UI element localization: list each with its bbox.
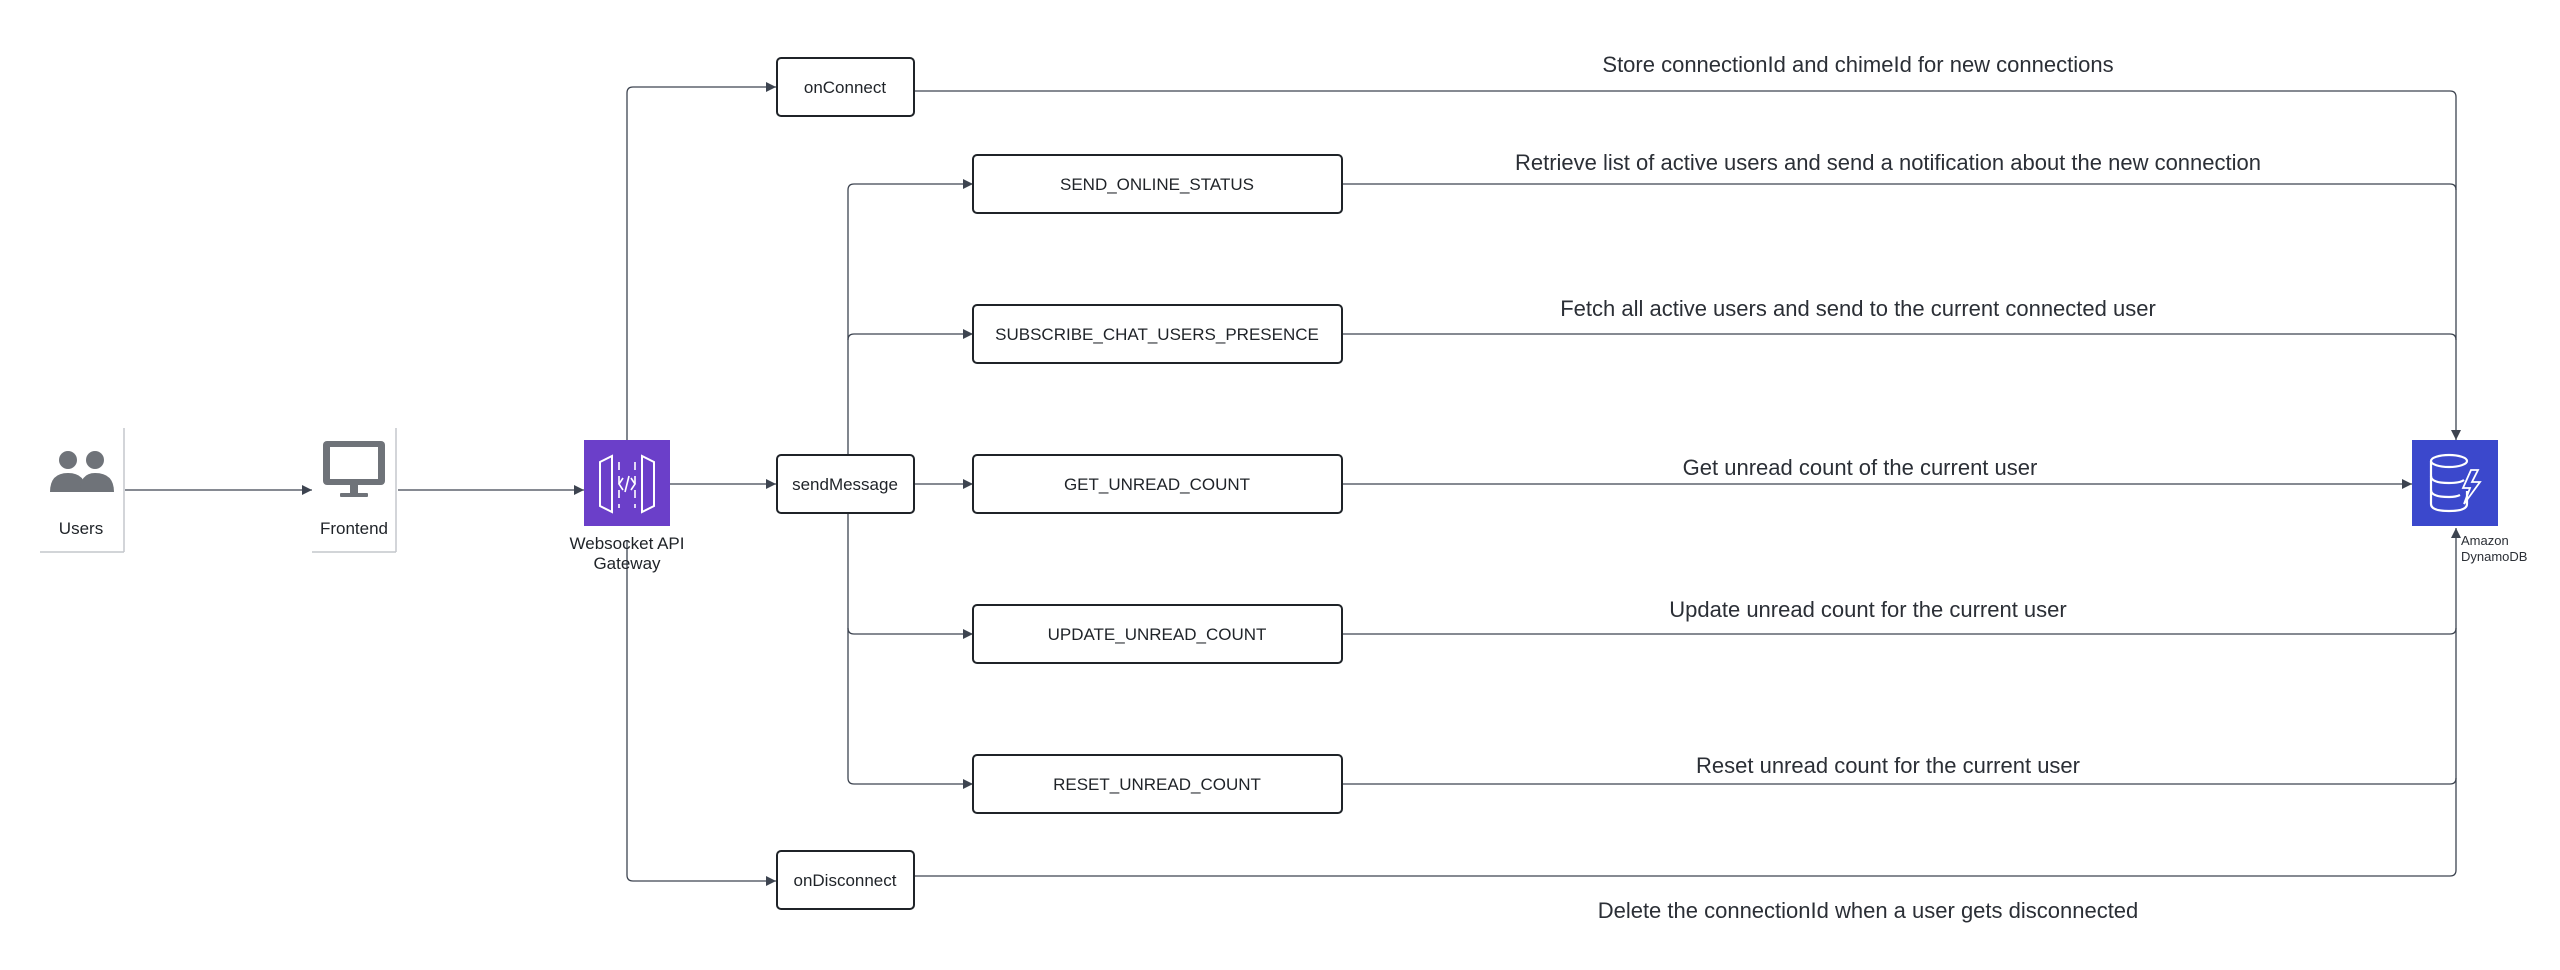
dynamodb-node[interactable]: Amazon DynamoDB (2412, 440, 2527, 564)
edge-sendmessage-update-unread (847, 627, 973, 639)
edge-gateway-ondisconnect (626, 540, 776, 886)
route-sendmessage-label: sendMessage (792, 475, 898, 494)
annotation-subscribe-presence: Fetch all active users and send to the c… (1560, 296, 2156, 321)
route-ondisconnect[interactable]: onDisconnect (776, 850, 915, 910)
users-icon (50, 451, 114, 492)
annotations: Store connectionId and chimeId for new c… (1515, 52, 2261, 923)
edge-sendmessage-reset-unread (847, 777, 973, 789)
action-subscribe-presence[interactable]: SUBSCRIBE_CHAT_USERS_PRESENCE (972, 304, 1343, 364)
dynamodb-label-line2: DynamoDB (2461, 549, 2527, 564)
route-sendmessage[interactable]: sendMessage (776, 454, 915, 514)
action-update-unread-count-label: UPDATE_UNREAD_COUNT (1048, 625, 1267, 644)
dynamodb-label-line1: Amazon (2461, 533, 2509, 548)
users-label: Users (59, 519, 103, 538)
action-send-online-status[interactable]: SEND_ONLINE_STATUS (972, 154, 1343, 214)
route-onconnect-label: onConnect (804, 78, 887, 97)
frontend-label: Frontend (320, 519, 388, 538)
annotation-send-online-status: Retrieve list of active users and send a… (1515, 150, 2261, 175)
action-update-unread-count[interactable]: UPDATE_UNREAD_COUNT (972, 604, 1343, 664)
edge-ondisconnect-dynamodb (915, 528, 2461, 877)
users-node[interactable]: Users (40, 428, 125, 553)
frontend-node[interactable]: Frontend (312, 428, 397, 553)
edge-sendmessage-subscribe (847, 329, 973, 341)
gateway-node[interactable]: Websocket API Gateway (570, 440, 685, 573)
edge-reset-unread-dynamodb (1343, 777, 2457, 785)
edge-sendmessage-send-online-status (847, 179, 973, 191)
api-gateway-icon (599, 454, 655, 514)
edge-send-online-status-dynamodb (1343, 183, 2457, 191)
monitor-icon (323, 441, 385, 497)
edge-onconnect-dynamodb (915, 90, 2461, 440)
edges (125, 82, 2461, 886)
edge-gateway-onconnect (626, 82, 776, 440)
action-get-unread-count-label: GET_UNREAD_COUNT (1064, 475, 1250, 494)
gateway-label-line2: Gateway (593, 554, 661, 573)
annotation-ondisconnect: Delete the connectionId when a user gets… (1598, 898, 2139, 923)
annotation-get-unread: Get unread count of the current user (1683, 455, 2038, 480)
dynamodb-icon (2429, 453, 2482, 513)
action-reset-unread-count[interactable]: RESET_UNREAD_COUNT (972, 754, 1343, 814)
gateway-label-line1: Websocket API (570, 534, 685, 553)
edge-subscribe-dynamodb (1343, 333, 2457, 341)
annotation-reset-unread: Reset unread count for the current user (1696, 753, 2080, 778)
action-subscribe-presence-label: SUBSCRIBE_CHAT_USERS_PRESENCE (995, 325, 1319, 344)
edge-update-unread-dynamodb (1343, 627, 2457, 635)
annotation-update-unread: Update unread count for the current user (1669, 597, 2066, 622)
route-ondisconnect-label: onDisconnect (793, 871, 896, 890)
action-get-unread-count[interactable]: GET_UNREAD_COUNT (972, 454, 1343, 514)
annotation-onconnect: Store connectionId and chimeId for new c… (1602, 52, 2113, 77)
route-onconnect[interactable]: onConnect (776, 57, 915, 117)
action-send-online-status-label: SEND_ONLINE_STATUS (1060, 175, 1254, 194)
action-reset-unread-count-label: RESET_UNREAD_COUNT (1053, 775, 1261, 794)
